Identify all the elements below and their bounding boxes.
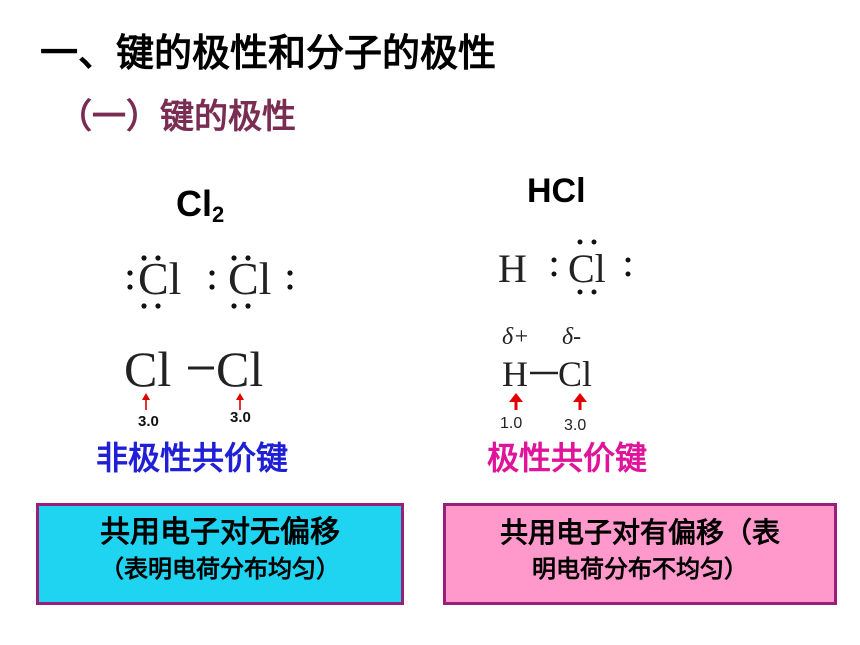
hcl-formula: HCl xyxy=(527,172,586,210)
hcl-electron-dot-diagram: H Cl xyxy=(498,239,631,295)
cl2-struct-atom-1: Cl xyxy=(124,341,171,397)
polar-explanation-box: 共用电子对有偏移（表 明电荷分布不均匀） xyxy=(443,503,837,605)
cl2-arrow-1 xyxy=(142,393,150,410)
hcl-arrow-h xyxy=(509,393,523,410)
cl2-formula: Cl2 xyxy=(176,186,224,226)
hcl-delta-plus: δ+ xyxy=(502,324,529,350)
polar-box-line2: 明电荷分布不均匀） xyxy=(532,555,748,583)
cl2-formula-subscript: 2 xyxy=(212,202,225,227)
hcl-arrow-cl xyxy=(573,393,587,410)
cl2-arrow-2 xyxy=(236,393,244,410)
nonpolar-box-line2: （表明电荷分布均匀） xyxy=(100,555,340,583)
hcl-struct-atom-cl: Cl xyxy=(558,354,592,394)
page-title: 一、键的极性和分子的极性 xyxy=(40,31,497,75)
cl2-structural-formula: Cl Cl 3.0 3.0 xyxy=(124,341,263,430)
cl2-dot-atom-2: Cl xyxy=(228,253,271,304)
nonpolar-box-line1: 共用电子对无偏移 xyxy=(100,515,340,550)
hcl-en-h: 1.0 xyxy=(500,415,522,432)
cl2-electron-dot-diagram: Cl Cl xyxy=(127,253,293,309)
hcl-en-cl: 3.0 xyxy=(564,417,586,434)
hcl-dot-atom-h: H xyxy=(498,246,527,291)
nonpolar-bond-label: 非极性共价键 xyxy=(96,439,289,477)
cl2-formula-main: Cl xyxy=(176,183,212,224)
cl2-en-2: 3.0 xyxy=(230,409,251,426)
section-subtitle: （一）键的极性 xyxy=(58,97,296,137)
hcl-dot-atom-cl: Cl xyxy=(568,246,606,291)
cl2-en-1: 3.0 xyxy=(138,413,159,430)
cl2-electron-dots xyxy=(127,255,293,309)
hcl-structural-formula: δ+ δ- H Cl 1.0 3.0 xyxy=(500,324,592,434)
hcl-struct-atom-h: H xyxy=(502,354,528,394)
cl2-dot-atom-1: Cl xyxy=(138,253,181,304)
polar-box-line1: 共用电子对有偏移（表 xyxy=(499,516,780,549)
nonpolar-explanation-box: 共用电子对无偏移 （表明电荷分布均匀） xyxy=(36,503,404,605)
hcl-electron-dots xyxy=(551,239,631,295)
cl2-struct-atom-2: Cl xyxy=(216,341,263,397)
polar-bond-label: 极性共价键 xyxy=(487,439,648,477)
hcl-delta-minus: δ- xyxy=(562,324,581,350)
